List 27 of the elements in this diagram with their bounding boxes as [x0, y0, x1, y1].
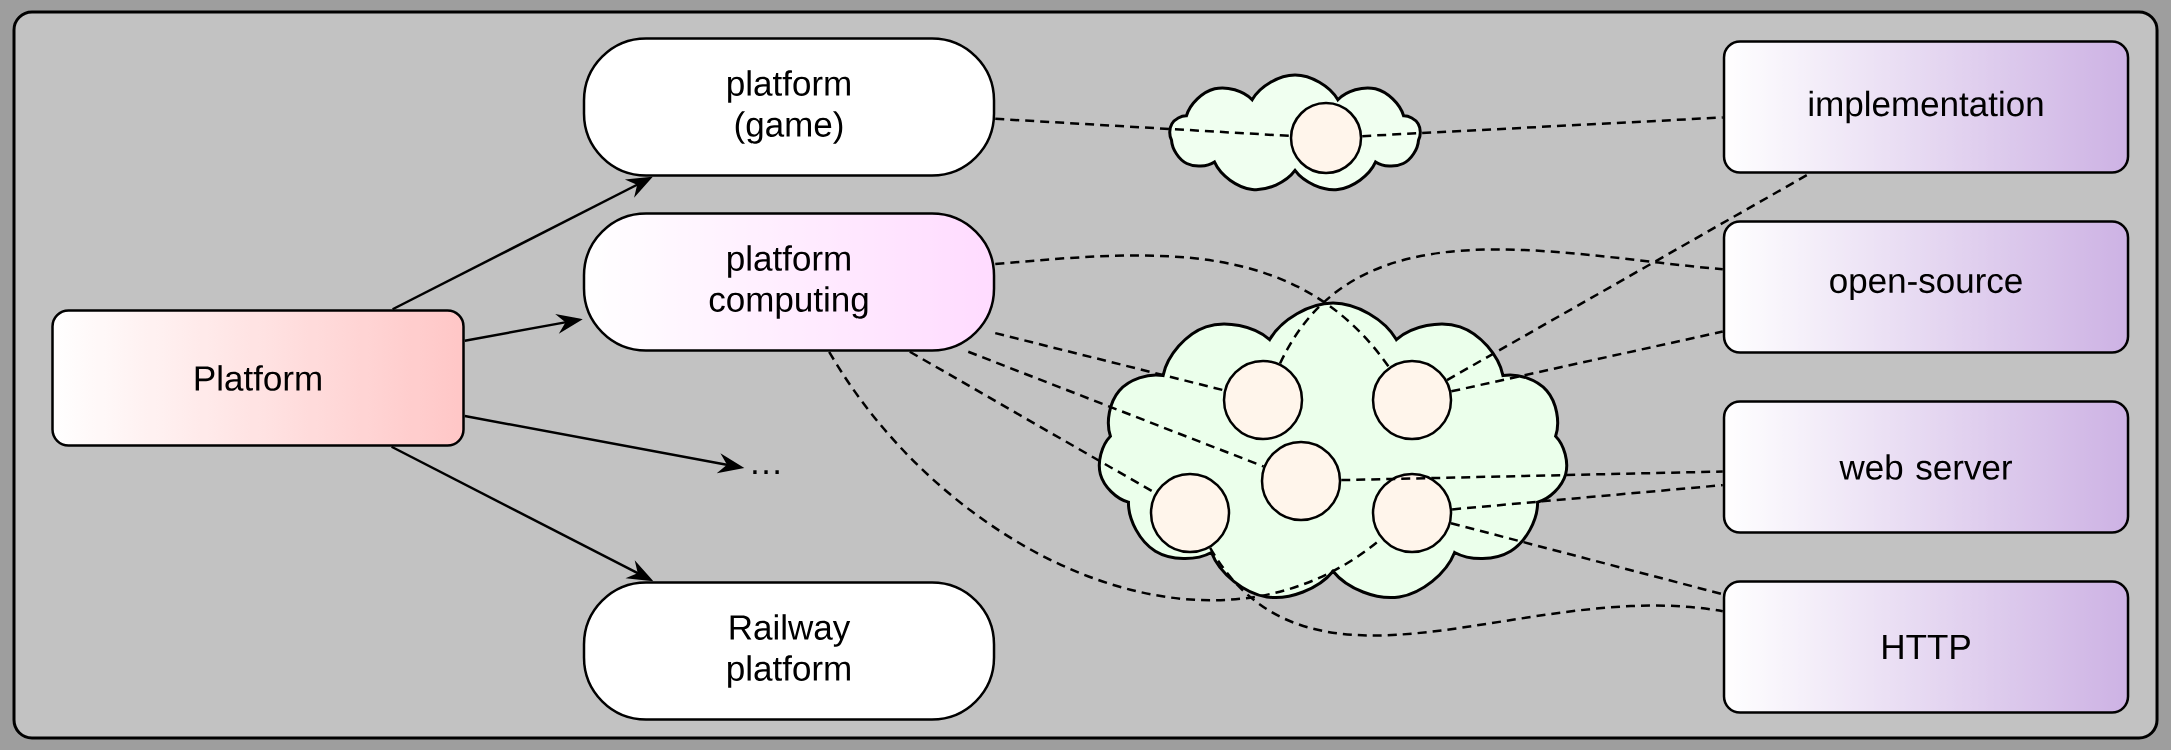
circle-node: [1371, 359, 1453, 441]
connector-line: [1341, 470, 1723, 482]
term-box: open-source: [1722, 220, 2130, 354]
connector-line: [995, 117, 1290, 138]
rounded-box: platform computing: [582, 212, 996, 352]
connector-line: [1362, 116, 1723, 138]
connector-line: [1451, 330, 1724, 393]
term-box: HTTP: [1722, 580, 2130, 714]
connector-line: [995, 254, 1390, 368]
connector-line: [967, 350, 1264, 468]
circle-node: [1149, 472, 1231, 554]
circle-node: [1289, 101, 1363, 175]
connector-line: [1450, 521, 1724, 596]
start-box: Platform: [51, 309, 465, 447]
circle-node: [1260, 440, 1342, 522]
term-box: web server: [1722, 400, 2130, 534]
circle-node: [1222, 359, 1304, 441]
connector-line: [994, 331, 1225, 392]
connector-line: [1452, 483, 1723, 511]
rounded-box: Railway platform: [582, 581, 996, 721]
ellipsis-text: …: [753, 470, 779, 474]
rounded-box: platform (game): [582, 37, 996, 177]
connector-line: [1446, 172, 1810, 382]
circle-node: [1371, 472, 1453, 554]
connector-line: [1278, 248, 1723, 365]
term-box: implementation: [1722, 40, 2130, 174]
connector-line: [1209, 547, 1723, 637]
